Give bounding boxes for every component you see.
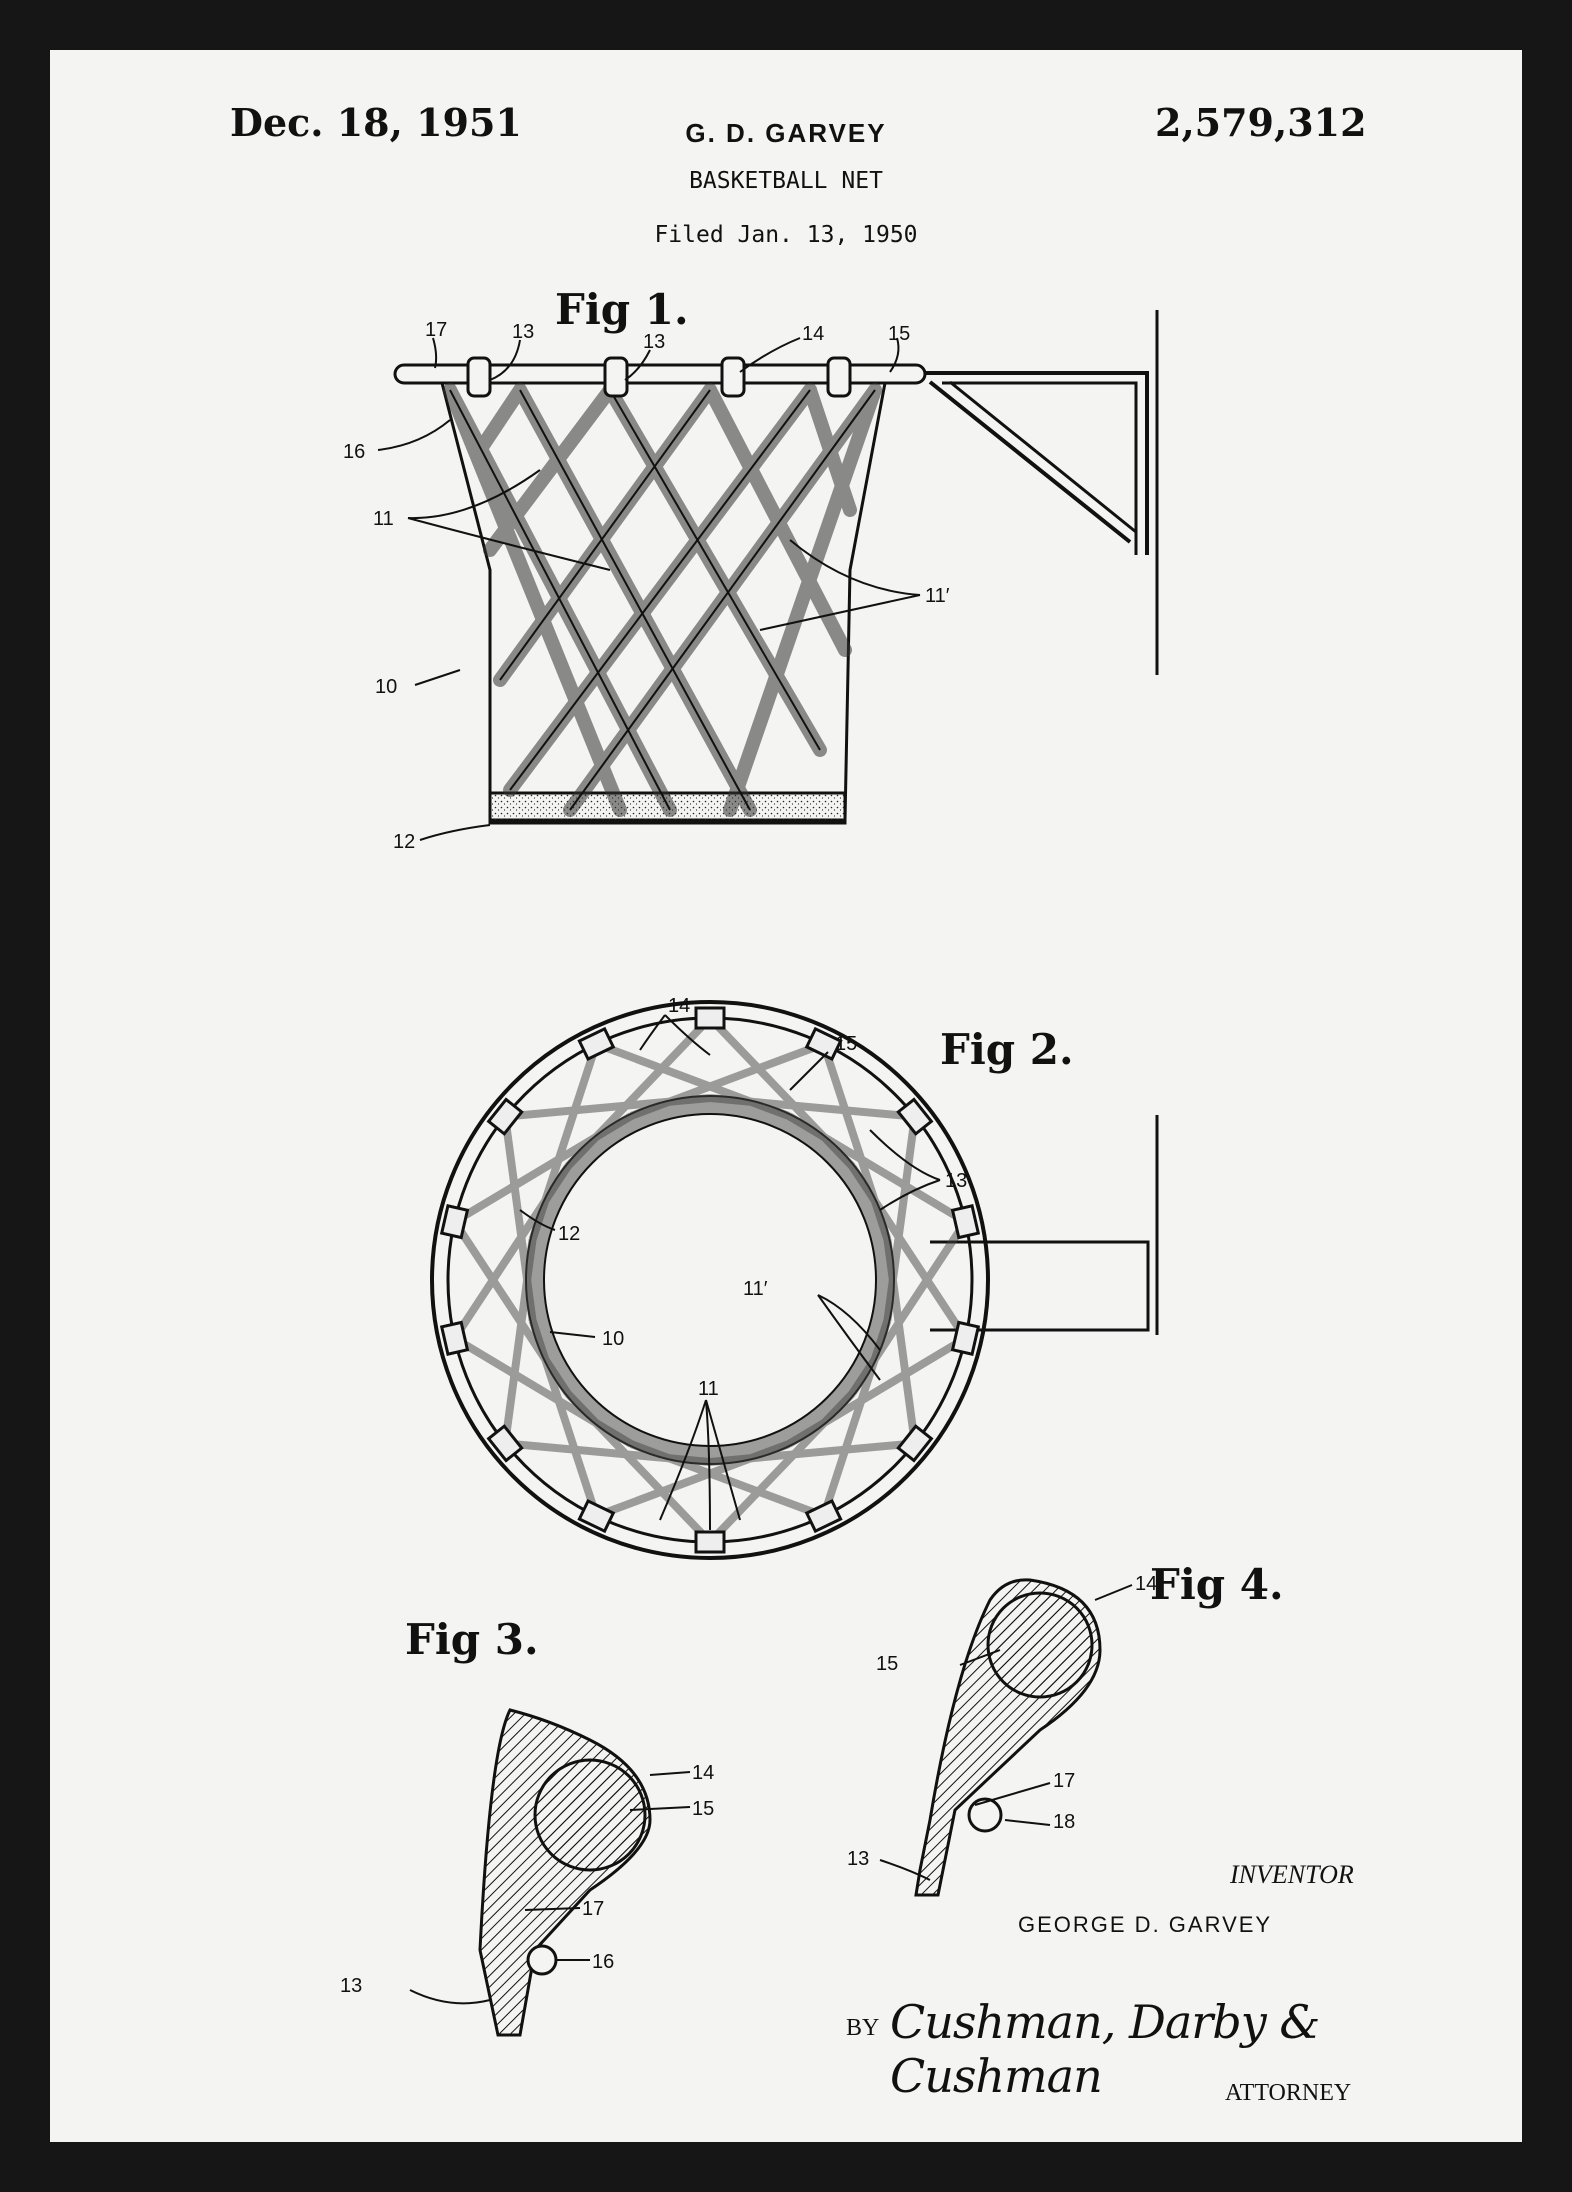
- figure-2: [430, 1000, 1159, 1560]
- ref-fig1-16: 16: [343, 441, 365, 463]
- rim-clip: [577, 1026, 616, 1062]
- ref-fig1-14: 14: [802, 323, 824, 345]
- rim-clip: [694, 1530, 726, 1554]
- rim-clip: [804, 1498, 843, 1534]
- ref-fig4-13: 13: [847, 1848, 869, 1870]
- rim-clip: [694, 1006, 726, 1030]
- ref-fig2-14: 14: [668, 995, 690, 1017]
- patent-date: Dec. 18, 1951: [230, 100, 522, 145]
- net-strand: [786, 1112, 968, 1226]
- ref-fig3-16: 16: [592, 1951, 614, 1973]
- net-strand: [594, 1040, 791, 1120]
- rim-clip: [950, 1204, 981, 1240]
- ref-fig3-13: 13: [340, 1975, 362, 1997]
- attorney-label: ATTORNEY: [1225, 2080, 1352, 2106]
- fig3-label: Fig 3.: [405, 1615, 539, 1664]
- rim-clip: [896, 1097, 934, 1136]
- patent-sheet: Dec. 18, 1951 G. D. GARVEY 2,579,312 BAS…: [50, 50, 1522, 2142]
- rim-clip: [577, 1498, 616, 1534]
- fig2-label: Fig 2.: [940, 1025, 1074, 1074]
- ref-fig1-10: 10: [375, 676, 397, 698]
- net-strand: [451, 1219, 572, 1396]
- net-strand: [594, 1440, 791, 1520]
- patent-drawing: 17 13 13 14 15 16 11 11′ 10 12 14 15 13 …: [340, 310, 1159, 2037]
- net-strand: [452, 1334, 634, 1448]
- ref-fig4-17: 17: [1053, 1770, 1075, 1792]
- net-strand: [504, 1094, 711, 1121]
- net-strand: [452, 1112, 634, 1226]
- ref-fig2-12: 12: [558, 1223, 580, 1245]
- inventor-header: G. D. GARVEY: [685, 118, 887, 148]
- rim-clip: [804, 1026, 843, 1062]
- ref-fig2-11p: 11′: [743, 1278, 768, 1300]
- ref-fig1-11p: 11′: [925, 585, 950, 607]
- net-strand: [504, 1439, 711, 1466]
- rim-clip: [439, 1204, 470, 1240]
- ref-fig2-10: 10: [602, 1328, 624, 1350]
- net-strand: [819, 1319, 892, 1518]
- patent-title: BASKETBALL NET: [689, 168, 883, 194]
- patent-number: 2,579,312: [1155, 100, 1367, 145]
- ref-fig4-14: 14: [1135, 1573, 1157, 1595]
- by-label: BY: [846, 2015, 880, 2041]
- rim-clip: [439, 1320, 470, 1356]
- ref-fig1-11: 11: [373, 508, 394, 530]
- ref-fig1-15: 15: [888, 323, 910, 345]
- net-strand: [707, 1390, 856, 1545]
- attorney-signature: Cushman, Darby & Cushman: [890, 1995, 1320, 2103]
- ref-fig2-13: 13: [945, 1170, 967, 1192]
- figure-3: [409, 1708, 691, 2037]
- net-strand: [848, 1164, 969, 1341]
- rim-clip: [896, 1424, 934, 1463]
- ref-fig1-17: 17: [425, 319, 447, 341]
- filed-date: Filed Jan. 13, 1950: [654, 222, 918, 248]
- ref-fig3-14: 14: [692, 1762, 714, 1784]
- ref-fig4-18: 18: [1053, 1811, 1075, 1833]
- fig4-label: Fig 4.: [1150, 1560, 1284, 1609]
- rim-clip: [486, 1424, 524, 1463]
- ref-fig1-13b: 13: [643, 331, 665, 353]
- net-strand: [883, 1238, 919, 1444]
- ref-fig3-17: 17: [582, 1898, 604, 1920]
- rim-clip: [950, 1320, 981, 1356]
- ref-fig1-13a: 13: [512, 321, 534, 343]
- ref-fig2-15: 15: [835, 1033, 857, 1055]
- ref-fig2-11: 11: [698, 1378, 719, 1400]
- net-strand: [528, 1042, 601, 1241]
- figure-1: [377, 310, 1159, 841]
- net-strand: [501, 1116, 537, 1322]
- figure-4: [879, 1578, 1133, 1897]
- fig1-label: Fig 1.: [555, 285, 689, 334]
- inventor-label: INVENTOR: [1230, 1860, 1354, 1889]
- ref-fig3-15: 15: [692, 1798, 714, 1820]
- inventor-full-name: GEORGE D. GARVEY: [1018, 1912, 1273, 1937]
- ref-fig1-12: 12: [393, 831, 415, 853]
- rim-clip: [486, 1097, 524, 1136]
- ref-fig4-15: 15: [876, 1653, 898, 1675]
